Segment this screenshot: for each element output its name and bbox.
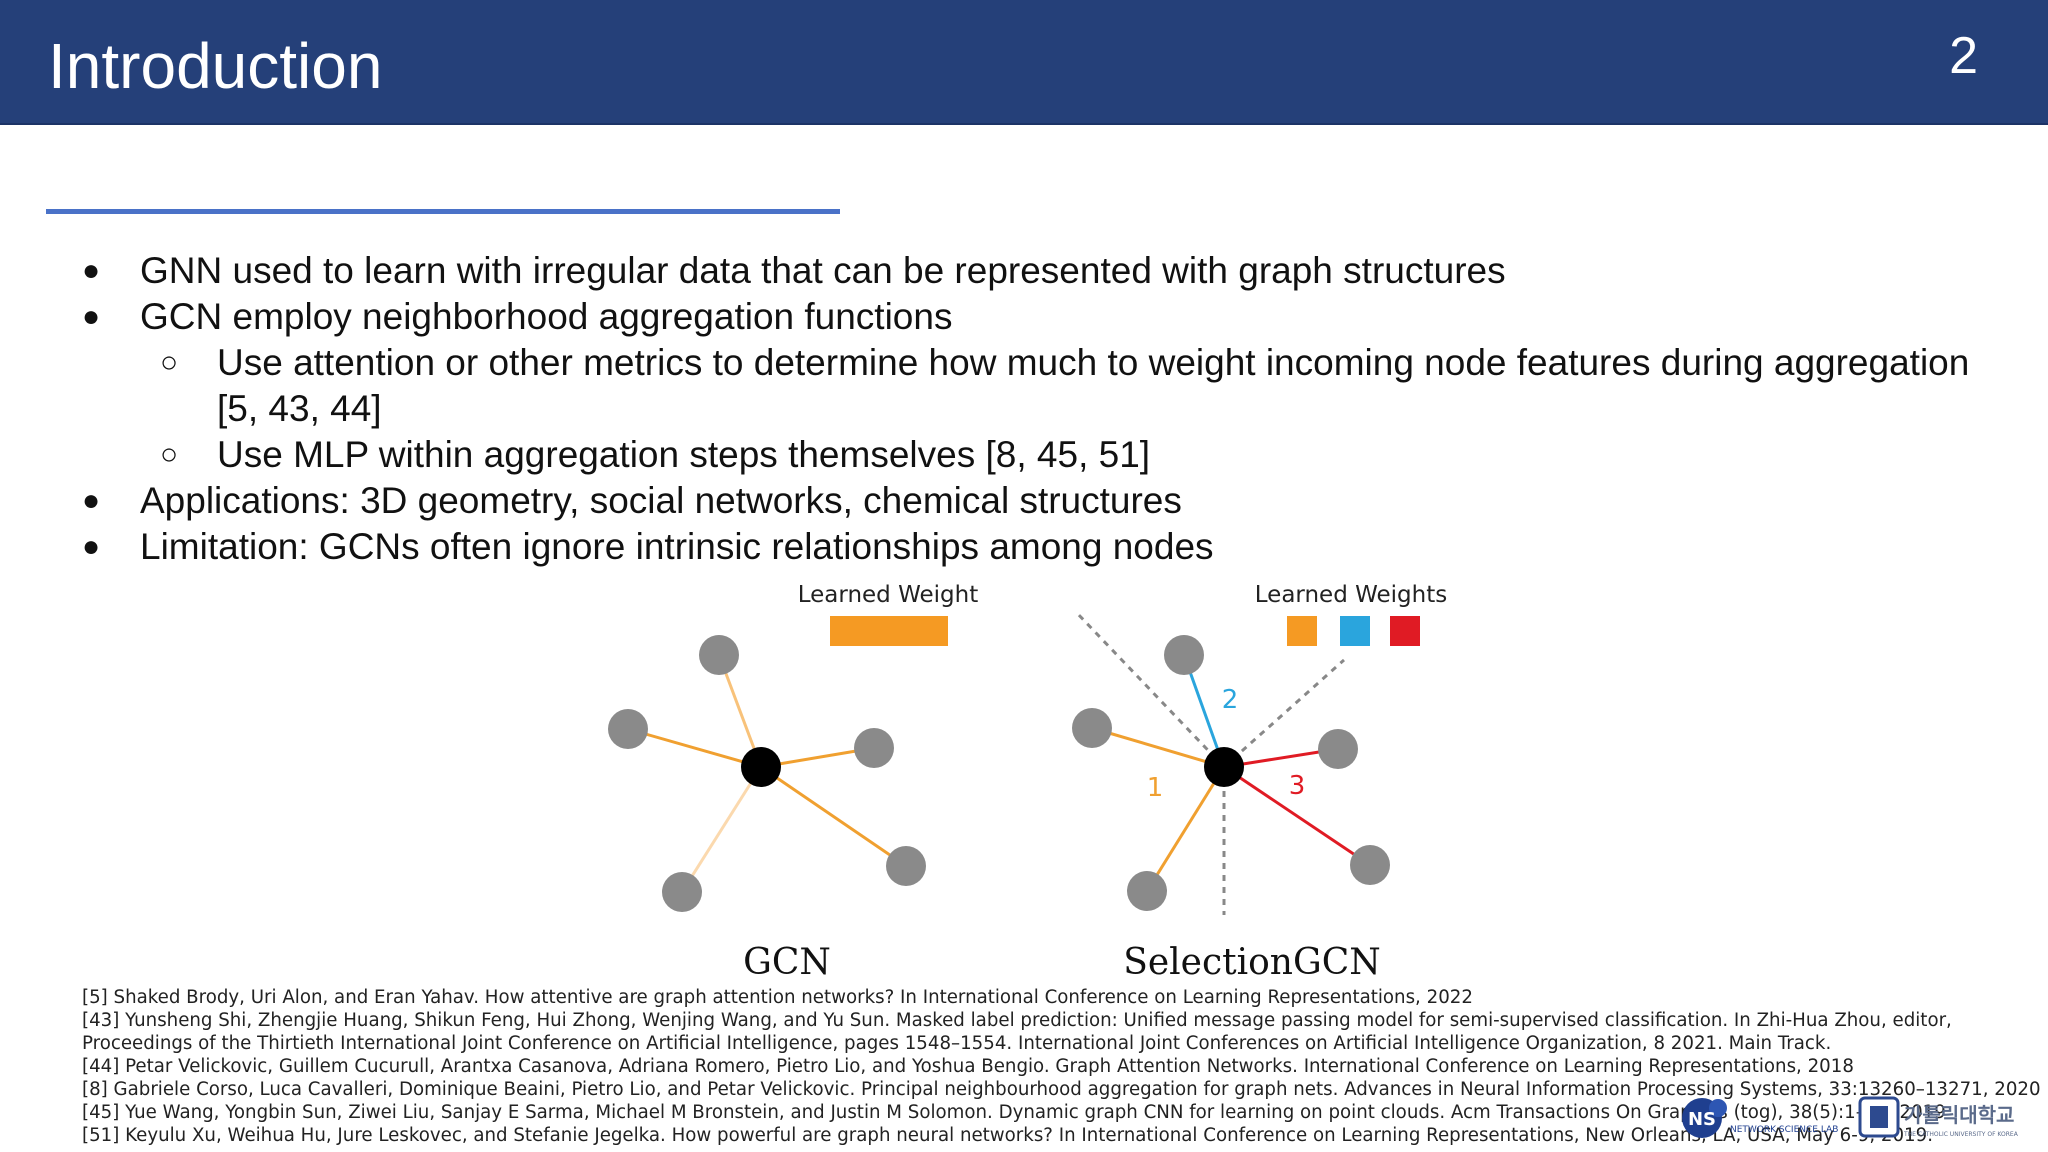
weight-swatch-blue (1340, 616, 1370, 646)
university-korean-name: 가톨릭대학교 (1904, 1103, 2014, 1127)
selection-neighbor-node (1072, 708, 1112, 748)
sub-bullet-circle: ○ (160, 346, 179, 379)
lab-name: NETWORK SCIENCE LAB (1730, 1125, 1838, 1135)
gcn-center-node (741, 747, 781, 787)
gcn-graph: Learned Weight GCN (608, 582, 978, 983)
selection-dashed-edge (1223, 658, 1345, 769)
bullet-item: ● Applications: 3D geometry, social netwo… (80, 478, 1980, 524)
gcn-neighbor-node (886, 846, 926, 886)
weight-swatch-orange (1287, 616, 1317, 646)
edge-label-1: 1 (1147, 773, 1164, 803)
sub-bullet-text: Use MLP within aggregation steps themsel… (217, 434, 1151, 475)
selection-neighbor-node (1127, 871, 1167, 911)
sub-bullet-circle: ○ (160, 438, 179, 471)
sub-bullet-text: Use attention or other metrics to determ… (217, 342, 1970, 429)
gcn-edge (627, 727, 762, 769)
header-bar: Introduction 2 (0, 0, 2048, 125)
selection-neighbor-node (1164, 635, 1204, 675)
selection-edge-orange (1091, 726, 1225, 769)
gcn-neighbor-node (699, 635, 739, 675)
selectiongcn-caption: SelectionGCN (1123, 942, 1381, 983)
reference-line: [43] Yunsheng Shi, Zhengjie Huang, Shiku… (82, 1010, 1952, 1031)
gcn-neighbor-node (662, 872, 702, 912)
network-science-lab-logo: NS NETWORK SCIENCE LAB (1682, 1098, 1838, 1138)
bullet-item: ● Limitation: GCNs often ignore intrinsic… (80, 524, 1980, 570)
reference-line: [44] Petar Velickovic, Guillem Cucurull,… (82, 1056, 1854, 1077)
gcn-neighbor-node (854, 728, 894, 768)
edge-label-3: 3 (1289, 771, 1306, 801)
bullet-dot: ● (82, 484, 101, 517)
bullet-text: GNN used to learn with irregular data th… (140, 250, 1506, 291)
references: [5] Shaked Brody, Uri Alon, and Eran Yah… (82, 986, 2041, 1147)
selection-neighbor-node (1350, 845, 1390, 885)
selection-edge-red (1223, 765, 1371, 867)
bullet-dot: ● (82, 530, 101, 563)
edge-label-2: 2 (1222, 685, 1239, 715)
catholic-university-logo: 가톨릭대학교 THE CATHOLIC UNIVERSITY OF KOREA (1858, 1096, 2019, 1138)
reference-line: [8] Gabriele Corso, Luca Cavalleri, Domi… (82, 1079, 2041, 1100)
reference-line: Proceedings of the Thirtieth Internation… (82, 1033, 1832, 1054)
bullet-dot: ● (82, 300, 101, 333)
sub-bullet-item: ○ Use MLP within aggregation steps themse… (80, 432, 1980, 478)
page-number: 2 (1949, 27, 1978, 85)
reference-line: [5] Shaked Brody, Uri Alon, and Eran Yah… (82, 987, 1473, 1008)
bullet-dot: ● (82, 254, 101, 287)
bullet-text: Limitation: GCNs often ignore intrinsic … (140, 526, 1214, 567)
bullet-list: ● GNN used to learn with irregular data t… (80, 248, 1980, 570)
university-english-name: THE CATHOLIC UNIVERSITY OF KOREA (1903, 1131, 2019, 1138)
sub-bullet-item: ○ Use attention or other metrics to deter… (80, 340, 1980, 432)
reference-line: [51] Keyulu Xu, Weihua Hu, Jure Leskovec… (82, 1125, 1933, 1146)
gcn-neighbor-node (608, 709, 648, 749)
selection-center-node (1204, 747, 1244, 787)
lab-initials: NS (1688, 1109, 1716, 1130)
bullet-item: ● GNN used to learn with irregular data t… (80, 248, 1980, 294)
weight-swatch-red (1390, 616, 1420, 646)
accent-rule (46, 209, 840, 214)
gcn-weight-swatch (830, 616, 948, 646)
selectiongcn-graph: Learned Weights 1 2 3 SelectionGCN (1072, 582, 1447, 983)
gcn-edge (680, 766, 763, 893)
gcn-caption: GCN (743, 942, 831, 983)
slide-title: Introduction (48, 30, 383, 102)
bullet-text: Applications: 3D geometry, social networ… (140, 480, 1182, 521)
bullet-item: ● GCN employ neighborhood aggregation fun… (80, 294, 1980, 340)
gcn-comparison-figure: Learned Weight GCN Learned Weights (608, 582, 1447, 983)
selection-edge-orange (1145, 766, 1226, 892)
institution-logos: NS NETWORK SCIENCE LAB 가톨릭대학교 THE CATHOL… (1682, 1096, 2019, 1138)
selectiongcn-legend-label: Learned Weights (1255, 582, 1447, 608)
bullet-text: GCN employ neighborhood aggregation func… (140, 296, 953, 337)
reference-line: [45] Yue Wang, Yongbin Sun, Ziwei Liu, S… (82, 1102, 1946, 1123)
selection-neighbor-node (1318, 729, 1358, 769)
gcn-legend-label: Learned Weight (798, 582, 978, 608)
gcn-edge (760, 765, 907, 868)
